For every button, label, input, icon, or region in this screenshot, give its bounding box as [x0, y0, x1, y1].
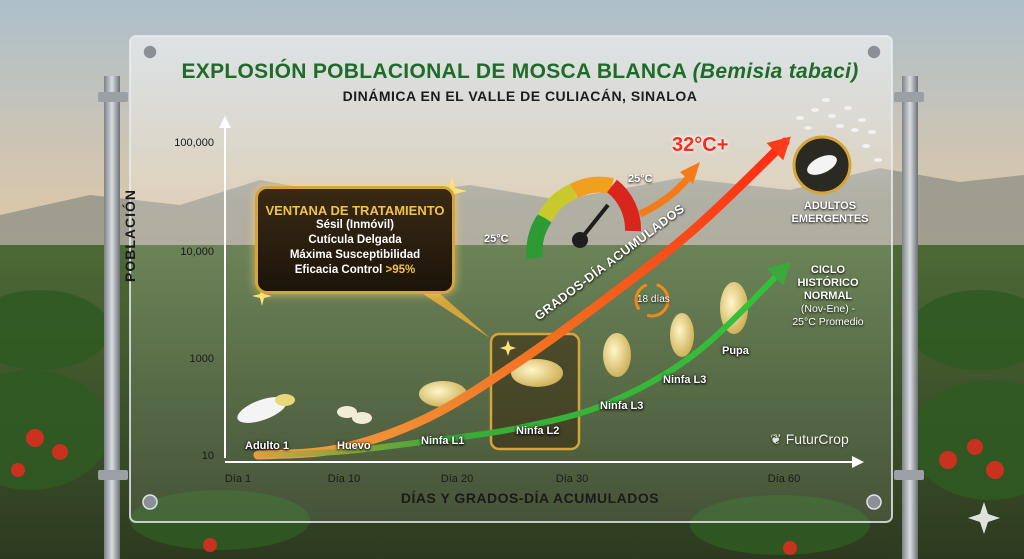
gauge-right-label: 25°C [628, 173, 653, 185]
stage-label: Ninfa L1 [421, 435, 465, 447]
chart-subtitle: DINÁMICA EN EL VALLE DE CULIACÁN, SINALO… [342, 88, 698, 104]
callout-line: Sésil (Inmóvil) [316, 219, 394, 231]
cycle-days-label: 18 días [637, 294, 670, 305]
nymph-l3b-icon [670, 313, 694, 357]
nymph-l3a-icon [603, 333, 631, 377]
stage-label: Ninfa L2 [516, 425, 560, 437]
x-tick-label: Día 10 [328, 473, 360, 485]
stage-label: Adulto 1 [245, 440, 289, 452]
callout-heading: VENTANA DE TRATAMIENTO [265, 203, 445, 218]
chart-title: EXPLOSIÓN POBLACIONAL DE MOSCA BLANCA (B… [181, 60, 859, 83]
gauge-left-label: 25°C [484, 233, 509, 245]
pupa-icon [720, 282, 748, 334]
y-tick-label: 1000 [190, 353, 214, 365]
y-tick-label: 10,000 [180, 246, 214, 258]
nymph-l2-icon [511, 359, 563, 387]
stage-label: Ninfa L3 [600, 400, 644, 412]
callout-efficacy: Eficacia Control >95% [294, 264, 416, 276]
y-axis-label: POBLACIÓN [122, 189, 138, 282]
leaf-icon: ❦ [770, 431, 782, 447]
egg-icon [337, 406, 372, 424]
stage-label: Ninfa L3 [663, 374, 707, 386]
series-arrow-hot [766, 136, 791, 161]
adults-emergent-icon [792, 98, 882, 195]
stage-label: Huevo [337, 440, 371, 452]
brand-logo: ❦FuturCrop [770, 431, 849, 447]
hot-temperature-label: 32°C+ [672, 134, 729, 156]
x-tick-label: Día 30 [556, 473, 588, 485]
callout-line: Máxima Susceptibilidad [289, 249, 421, 261]
temperature-gauge [526, 162, 700, 260]
y-tick-label: 100,000 [174, 137, 214, 149]
series-arrow-normal [766, 261, 791, 286]
callout-line: Cutícula Delgada [308, 234, 402, 246]
x-tick-label: Día 20 [441, 473, 473, 485]
x-tick-label: Día 1 [225, 473, 251, 485]
series-line-normal [255, 264, 788, 458]
x-tick-label: Día 60 [768, 473, 800, 485]
stage-label: Pupa [722, 345, 749, 357]
x-axis-label: DÍAS Y GRADOS-DÍA ACUMULADOS [400, 490, 660, 506]
y-tick-label: 10 [202, 450, 214, 462]
insect-adult-icon [237, 394, 295, 423]
normal-cycle-note: CICLO HISTÓRICO NORMAL (Nov-Ene) - 25°C … [792, 264, 864, 328]
treatment-window-callout: VENTANA DE TRATAMIENTO Sésil (Inmóvil) C… [255, 186, 455, 294]
